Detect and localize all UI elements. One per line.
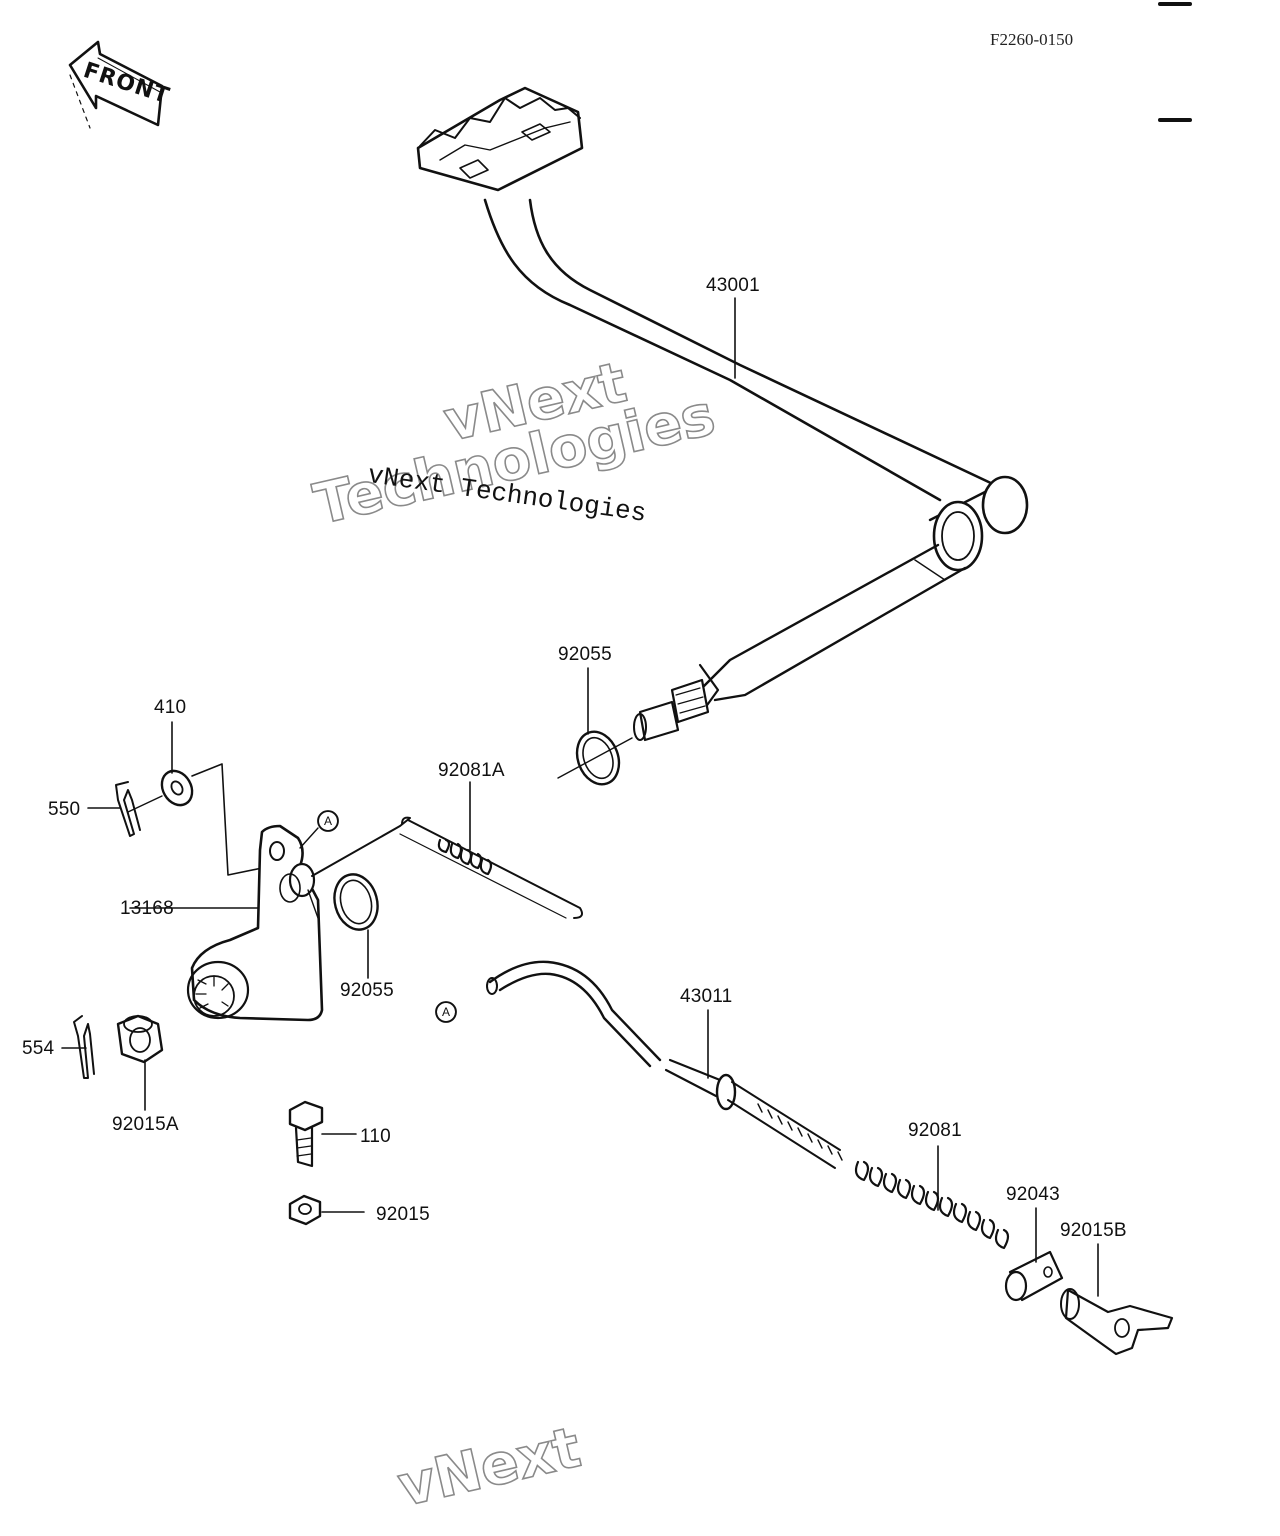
brake-pedal-43001 <box>416 86 1029 742</box>
front-arrow-icon <box>68 40 164 129</box>
cotter-pin-550 <box>87 781 163 837</box>
brake-lever-13168 <box>129 824 324 1022</box>
o-ring-92055-top <box>557 667 633 786</box>
part-label-13168: 13168 <box>120 898 174 919</box>
nut-92015 <box>288 1194 365 1226</box>
part-label-92015B: 92015B <box>1060 1220 1127 1241</box>
cotter-pin-554 <box>61 1015 95 1079</box>
part-label-110: 110 <box>360 1126 391 1147</box>
part-label-554: 554 <box>22 1038 55 1059</box>
ref-label-a-top: A <box>318 811 338 831</box>
bolt-110 <box>288 1100 357 1168</box>
part-label-550: 550 <box>48 799 81 820</box>
drawing-code: F2260-0150 <box>990 30 1074 49</box>
part-label-92055-mid: 92055 <box>340 980 394 1001</box>
part-label-43011: 43011 <box>680 986 733 1007</box>
part-label-92043: 92043 <box>1006 1184 1060 1205</box>
part-label-410: 410 <box>154 697 187 718</box>
part-label-92015A: 92015A <box>112 1114 179 1135</box>
o-ring-92055-mid <box>307 873 379 979</box>
part-label-92081: 92081 <box>908 1120 962 1141</box>
castle-nut-92015A <box>116 1014 164 1111</box>
spring-92081 <box>854 1145 1010 1250</box>
part-label-43001: 43001 <box>706 275 760 296</box>
part-label-92081A: 92081A <box>438 760 505 781</box>
wing-nut-92015B <box>1060 1243 1174 1356</box>
part-label-92015: 92015 <box>376 1204 430 1225</box>
return-spring-92081A <box>311 781 583 919</box>
washer-410 <box>160 721 263 876</box>
brake-rod-43011 <box>486 960 843 1169</box>
pin-92043 <box>1004 1207 1064 1302</box>
ref-label-a-bottom: A <box>436 1002 456 1022</box>
part-label-92055-top: 92055 <box>558 644 612 665</box>
